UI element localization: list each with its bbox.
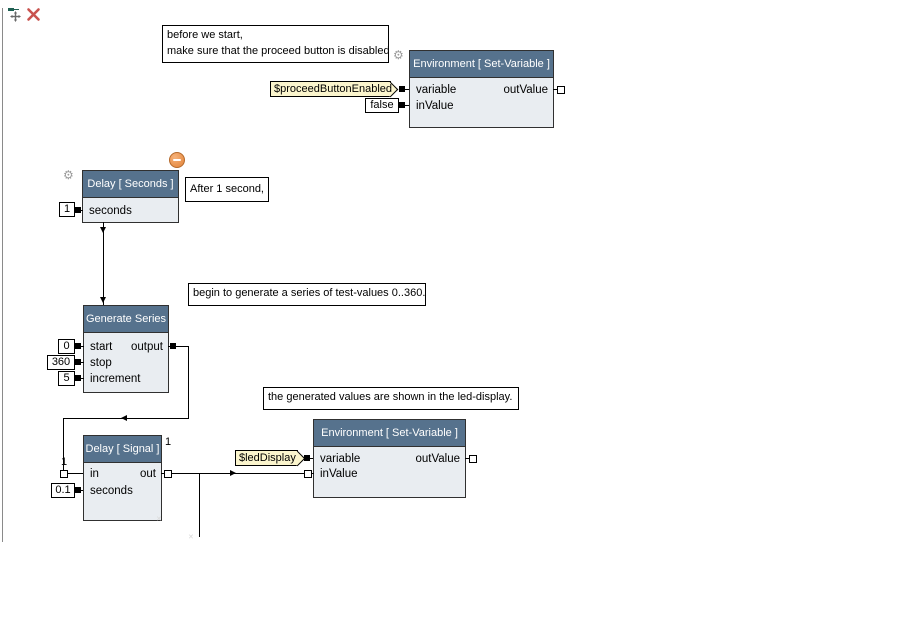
comment-line: make sure that the proceed button is dis…	[167, 45, 390, 57]
minus-glyph	[173, 159, 181, 161]
literal-series-start[interactable]: 0	[58, 339, 75, 354]
wire-series-to-signal[interactable]	[188, 346, 189, 418]
port-connector-variable[interactable]	[304, 455, 310, 461]
wire-arrow-right	[230, 470, 236, 476]
node-title[interactable]: Delay [ Signal ]	[84, 436, 161, 463]
port-out: out	[140, 468, 156, 480]
wire-stub	[161, 473, 164, 474]
node-title[interactable]: Environment [ Set-Variable ]	[314, 420, 465, 447]
wire-stub	[81, 490, 83, 491]
port-connector-invalue[interactable]	[399, 102, 405, 108]
wire-arrow-down	[100, 297, 106, 303]
literal-false[interactable]: false	[365, 98, 399, 113]
wire-stub	[405, 89, 409, 90]
node-title[interactable]: Generate Series	[84, 306, 168, 333]
artifact-mark: ✕	[156, 516, 162, 523]
wire-stub	[405, 105, 409, 106]
wire-stub	[310, 458, 313, 459]
comment-before-we-start[interactable]: before we start, make sure that the proc…	[162, 25, 390, 63]
port-start: start	[90, 341, 113, 353]
port-seconds: seconds	[89, 205, 132, 217]
port-connector-seconds[interactable]	[75, 487, 81, 493]
port-stop: stop	[90, 357, 112, 369]
wire-branch-dangling[interactable]	[199, 473, 200, 537]
wire-stub	[465, 458, 469, 459]
port-connector-variable[interactable]	[399, 86, 405, 92]
port-seconds: seconds	[90, 485, 133, 497]
wire-signal-to-environment[interactable]	[172, 473, 304, 474]
comment-generate-series[interactable]: begin to generate a series of test-value…	[188, 283, 426, 306]
port-outvalue: outValue	[503, 84, 548, 96]
comment-line: After 1 second,	[190, 183, 264, 195]
comment-led-display[interactable]: the generated values are shown in the le…	[263, 387, 519, 410]
wire-stub	[553, 89, 557, 90]
variable-tag-led-display[interactable]: $ledDisplay	[235, 450, 306, 467]
port-increment: increment	[90, 373, 141, 385]
comment-line: the generated values are shown in the le…	[268, 391, 513, 403]
node-generate-series[interactable]: Generate Series start stop increment out…	[83, 305, 169, 393]
wire-stub	[168, 346, 171, 347]
node-delay-seconds[interactable]: Delay [ Seconds ] seconds	[82, 170, 179, 223]
port-in: in	[90, 468, 99, 480]
move-tool-icon[interactable]	[7, 6, 24, 23]
node-delay-signal[interactable]: Delay [ Signal ] in seconds out	[83, 435, 162, 521]
wire-stub	[81, 378, 84, 379]
port-outvalue: outValue	[415, 453, 460, 465]
port-variable: variable	[416, 84, 457, 96]
port-connector-in[interactable]	[60, 470, 68, 478]
tag-text: $proceedButtonEnabled	[274, 83, 393, 95]
port-connector-increment[interactable]	[75, 375, 81, 381]
wire-stub	[81, 346, 84, 347]
literal-series-increment[interactable]: 5	[58, 371, 75, 386]
port-connector-outvalue[interactable]	[557, 86, 565, 94]
wire-delay-to-series[interactable]	[103, 222, 104, 305]
node-environment-set-variable-1[interactable]: Environment [ Set-Variable ] variable in…	[409, 50, 554, 128]
canvas-edge-line	[2, 8, 3, 542]
wire-stub	[68, 473, 83, 474]
port-invalue: inValue	[416, 100, 454, 112]
port-invalue: inValue	[320, 468, 358, 480]
delete-icon[interactable]	[26, 7, 41, 22]
node-title[interactable]: Delay [ Seconds ]	[83, 171, 178, 198]
comment-after-1-second[interactable]: After 1 second,	[185, 177, 269, 202]
comment-line: before we start,	[167, 29, 243, 41]
port-output: output	[131, 341, 163, 353]
iteration-count-label: 1	[165, 436, 172, 448]
minus-badge[interactable]	[169, 152, 185, 168]
wire-series-to-signal[interactable]	[63, 418, 64, 470]
wire-series-to-signal[interactable]	[176, 346, 189, 347]
wire-stub	[312, 473, 314, 474]
variable-tag-proceed-button[interactable]: $proceedButtonEnabled	[270, 81, 399, 98]
comment-line: begin to generate a series of test-value…	[193, 287, 426, 299]
literal-delay-seconds[interactable]: 1	[59, 202, 75, 217]
gear-icon[interactable]: ⚙	[63, 168, 74, 182]
port-connector-output[interactable]	[170, 343, 176, 349]
wire-stub	[81, 362, 84, 363]
literal-series-stop[interactable]: 360	[47, 355, 75, 370]
port-connector-outvalue[interactable]	[469, 455, 477, 463]
port-variable: variable	[320, 453, 361, 465]
wire-value-label: 1	[61, 456, 68, 468]
port-connector-start[interactable]	[75, 343, 81, 349]
port-connector-stop[interactable]	[75, 359, 81, 365]
node-title[interactable]: Environment [ Set-Variable ]	[410, 51, 553, 78]
wire-arrow-down	[100, 227, 106, 233]
literal-signal-seconds[interactable]: 0.1	[51, 483, 75, 498]
wire-stub	[81, 210, 83, 211]
port-connector-invalue[interactable]	[304, 470, 312, 478]
wire-arrow-left	[121, 415, 127, 421]
gear-icon[interactable]: ⚙	[393, 48, 404, 62]
port-connector-out[interactable]	[164, 470, 172, 478]
artifact-mark: ✕	[188, 534, 194, 541]
port-connector-seconds[interactable]	[75, 207, 81, 213]
node-environment-set-variable-2[interactable]: Environment [ Set-Variable ] variable in…	[313, 419, 466, 498]
tag-text: $ledDisplay	[239, 452, 296, 464]
